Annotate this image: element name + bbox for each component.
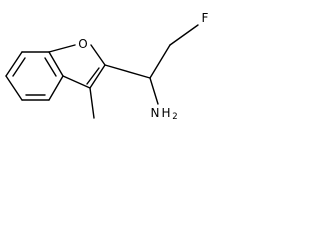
amine-h-count-label: 2 (172, 112, 177, 122)
double-bond-inner (86, 67, 100, 85)
oxygen-label: O (78, 37, 87, 51)
side-chain (104, 24, 199, 105)
double-bond-inner (44, 57, 57, 77)
bond (169, 24, 199, 46)
furan-ring (48, 44, 106, 89)
bond (89, 64, 106, 89)
bond (149, 77, 159, 105)
bond (5, 75, 23, 101)
methyl-bond (89, 87, 95, 119)
bond (90, 44, 106, 66)
bond (62, 75, 91, 89)
amine-h-label: H (161, 106, 170, 120)
bond (48, 51, 64, 77)
amine-n-label: N (151, 106, 160, 120)
bond (48, 75, 64, 101)
bond (104, 64, 151, 79)
benzene-ring (5, 51, 64, 101)
bond (5, 51, 23, 77)
fluorine-label: F (202, 11, 209, 25)
bond (149, 44, 171, 79)
bond (48, 44, 76, 53)
structure-diagram: O F N H 2 (5, 11, 209, 122)
double-bond-inner (12, 57, 26, 77)
